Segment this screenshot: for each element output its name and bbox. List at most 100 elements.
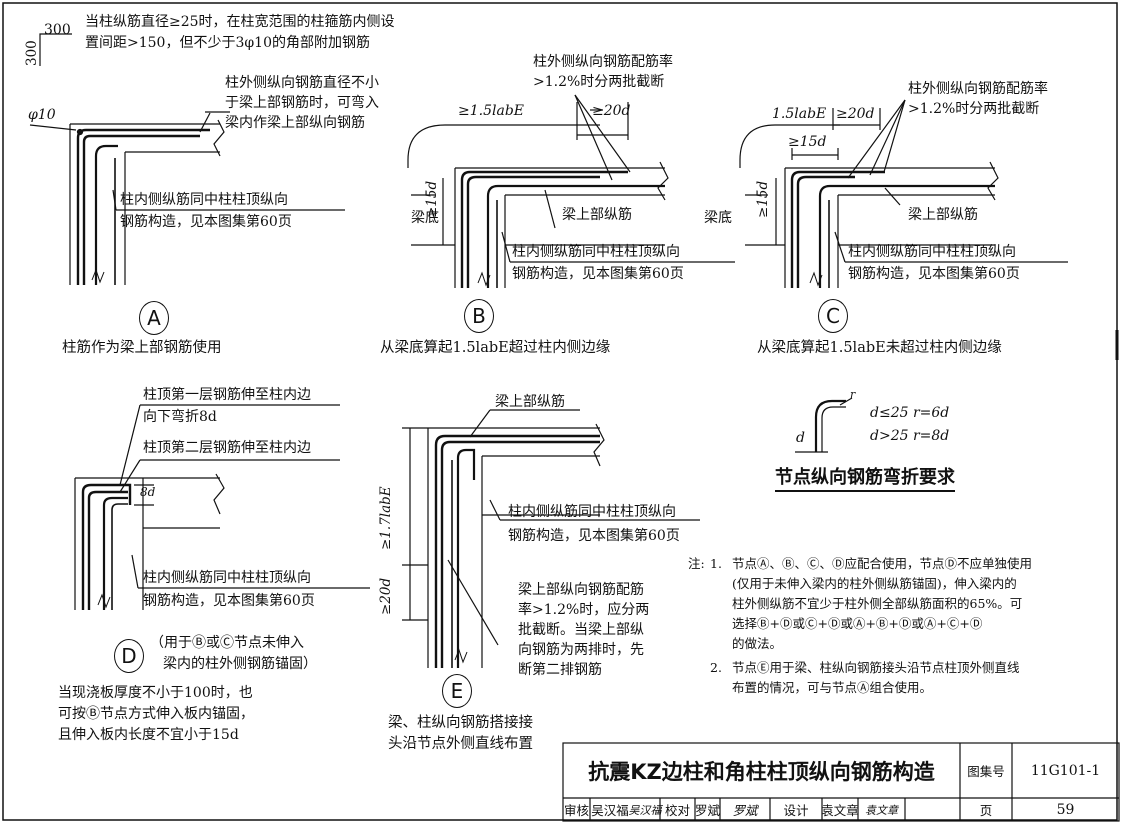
detail-c-dim-15d: ≥15d — [755, 180, 771, 218]
bend-rule-2: d>25 r=8d — [870, 428, 950, 444]
atlas-no: 11G101-1 — [1030, 762, 1101, 779]
bend-r-label: r — [850, 388, 856, 401]
detail-d-drawing — [74, 404, 370, 610]
detail-e-inner-note-2: 钢筋构造，见本图集第60页 — [508, 528, 680, 544]
detail-a-outer-note-1: 柱外侧纵向钢筋直径不小 — [225, 75, 379, 91]
detail-b-dim-20d: ≥20d — [592, 103, 631, 119]
detail-c-dim-15d-top: ≥15d — [788, 134, 827, 150]
detail-b-dim-15lae: ≥1.5labE — [458, 103, 525, 119]
detail-d-usage-2: 梁内的柱外侧钢筋锚固） — [163, 656, 317, 672]
detail-e-beam-top-bar: 梁上部纵筋 — [495, 394, 565, 410]
drawing-title: 抗震KZ边柱和角柱柱顶纵向钢筋构造 — [588, 759, 935, 784]
reviewer-name: 吴汉福 — [591, 803, 629, 818]
detail-b-label: B — [464, 299, 494, 333]
page-number: 59 — [1056, 801, 1075, 818]
detail-d-inner-note-2: 钢筋构造，见本图集第60页 — [143, 593, 315, 609]
detail-a-inner-note-1: 柱内侧纵筋同中柱柱顶纵向 — [120, 192, 288, 208]
detail-d-note-1a: 柱顶第一层钢筋伸至柱内边 — [143, 387, 311, 403]
title-block-lines — [562, 742, 1120, 822]
detail-a-top-note-1: 当柱纵筋直径≥25时，在柱宽范围的柱箍筋内侧设 — [85, 14, 395, 30]
detail-b-beam-bottom: 梁底 — [411, 210, 439, 226]
reviewer-signature: 吴汉福 — [628, 803, 662, 817]
note-1-line-2: (仅用于未伸入梁内的柱外侧纵筋锚固)，伸入梁内的 — [732, 576, 1017, 591]
detail-c-inner-note-1: 柱内侧纵筋同中柱柱顶纵向 — [848, 244, 1016, 260]
detail-c-inner-note-2: 钢筋构造，见本图集第60页 — [848, 266, 1020, 282]
review-label: 审核 — [563, 803, 589, 818]
bend-rule-1: d≤25 r=6d — [870, 405, 950, 421]
detail-e-caption-1: 梁、柱纵向钢筋搭接接 — [388, 715, 533, 731]
note-1-line-4: 选择Ⓑ+Ⓓ或Ⓒ+Ⓓ或Ⓐ+Ⓑ+Ⓓ或Ⓐ+Ⓒ+Ⓓ — [732, 616, 983, 631]
detail-c-beam-top-bar: 梁上部纵筋 — [908, 207, 978, 223]
detail-a-caption: 柱筋作为梁上部钢筋使用 — [62, 340, 222, 356]
detail-c-dim-20d: ≥20d — [836, 106, 875, 122]
detail-d-slab-2: 可按Ⓑ节点方式伸入板内锚固， — [58, 706, 254, 722]
phi10-label: φ10 — [28, 107, 56, 123]
detail-e-caption-2: 头沿节点外侧直线布置 — [388, 736, 533, 752]
detail-e-dim-17lae: ≥1.7labE — [378, 486, 394, 550]
note-1-line-1: 节点Ⓐ、Ⓑ、Ⓒ、Ⓓ应配合使用，节点Ⓓ不应单独使用 — [732, 556, 1033, 571]
detail-d-note-2: 柱顶第二层钢筋伸至柱内边 — [143, 440, 311, 456]
detail-c-drawing — [739, 99, 1068, 288]
detail-e-rate-3: 批截断。当梁上部纵 — [518, 622, 644, 638]
detail-d-usage-1: （用于Ⓑ或Ⓒ节点未伸入 — [150, 635, 304, 651]
detail-c-rate-note-1: 柱外侧纵向钢筋配筋率 — [908, 81, 1048, 97]
detail-e-rate-1: 梁上部纵向钢筋配筋 — [518, 582, 644, 598]
detail-b-inner-note-1: 柱内侧纵筋同中柱柱顶纵向 — [512, 244, 680, 260]
bend-requirement-title: 节点纵向钢筋弯折要求 — [775, 463, 955, 492]
bend-d-label: d — [796, 430, 805, 446]
check-label: 校对 — [664, 803, 690, 818]
detail-e-rate-2: 率>1.2%时，应分两 — [518, 602, 650, 618]
detail-a-label: A — [139, 301, 169, 335]
detail-d-note-1b: 向下弯折8d — [143, 409, 217, 425]
note-1-number: 1. — [710, 556, 722, 571]
checker-name: 罗斌 — [695, 803, 721, 818]
detail-d-slab-3: 且伸入板内长度不宜小于15d — [58, 727, 239, 743]
note-2-line-2: 布置的情况，可与节点Ⓐ组合使用。 — [732, 680, 933, 695]
atlas-no-label: 图集号 — [967, 764, 1005, 779]
detail-c-rate-note-2: >1.2%时分两批截断 — [908, 101, 1040, 117]
detail-e-rate-4: 向钢筋为两排时，先 — [518, 642, 644, 658]
bend-drawing — [795, 397, 853, 453]
title-block: 抗震KZ边柱和角柱柱顶纵向钢筋构造 图集号 11G101-1 审核 吴汉福 吴汉… — [563, 743, 1119, 821]
note-1-line-3: 柱外侧纵筋不宜少于柱外侧全部纵筋面积的65%。可 — [732, 596, 1023, 611]
detail-e-rate-5: 断第二排钢筋 — [518, 662, 602, 678]
detail-a-top-note-2: 置间距>150，但不少于3φ10的角部附加钢筋 — [85, 35, 370, 51]
detail-d-label: D — [114, 639, 144, 673]
note-2-number: 2. — [710, 660, 722, 675]
detail-b-beam-top-bar: 梁上部纵筋 — [562, 207, 632, 223]
detail-c-label: C — [818, 299, 848, 333]
note-2: 2. 节点Ⓔ用于梁、柱纵向钢筋接头沿节点柱顶外侧直线 — [710, 658, 1100, 678]
detail-b-rate-note-2: >1.2%时分两批截断 — [533, 74, 665, 90]
notes-block: 注: 1. 节点Ⓐ、Ⓑ、Ⓒ、Ⓓ应配合使用，节点Ⓓ不应单独使用 (仅用于未伸入梁内… — [688, 554, 1100, 698]
design-label: 设计 — [783, 803, 809, 818]
checker-signature: 罗斌 — [732, 803, 758, 818]
detail-e-label: E — [442, 674, 472, 708]
notes-prefix: 注: — [688, 556, 705, 571]
designer-signature: 袁文章 — [865, 803, 898, 817]
note-2-line-1: 节点Ⓔ用于梁、柱纵向钢筋接头沿节点柱顶外侧直线 — [732, 660, 1020, 675]
dim-300-vertical: 300 — [24, 40, 40, 66]
detail-a-inner-note-2: 钢筋构造，见本图集第60页 — [120, 214, 292, 230]
detail-d-inner-note-1: 柱内侧纵筋同中柱柱顶纵向 — [143, 570, 311, 586]
detail-c-dim-15lae: 1.5labE — [772, 106, 827, 122]
detail-b-rate-note-1: 柱外侧纵向钢筋配筋率 — [533, 54, 673, 70]
detail-e-inner-note-1: 柱内侧纵筋同中柱柱顶纵向 — [508, 504, 676, 520]
detail-d-dim-8d: 8d — [140, 485, 156, 499]
detail-d-slab-1: 当现浇板厚度不小于100时，也 — [58, 685, 253, 701]
detail-a-outer-note-3: 梁内作梁上部纵向钢筋 — [225, 115, 365, 131]
detail-c-beam-bottom: 梁底 — [704, 210, 732, 226]
designer-name: 袁文章 — [821, 803, 859, 818]
dim-300-horizontal: 300 — [44, 22, 71, 38]
note-1: 注: 1. 节点Ⓐ、Ⓑ、Ⓒ、Ⓓ应配合使用，节点Ⓓ不应单独使用 — [688, 554, 1100, 574]
detail-a-drawing — [29, 33, 345, 285]
detail-e-drawing — [402, 409, 700, 668]
note-1-line-5: 的做法。 — [732, 636, 783, 651]
detail-b-inner-note-2: 钢筋构造，见本图集第60页 — [512, 266, 684, 282]
detail-e-dim-20d: ≥20d — [378, 577, 394, 615]
page-label: 页 — [979, 803, 993, 818]
detail-c-caption: 从梁底算起1.5labE未超过柱内侧边缘 — [757, 340, 1002, 356]
detail-b-caption: 从梁底算起1.5labE超过柱内侧边缘 — [380, 340, 611, 356]
detail-b-drawing — [407, 94, 735, 288]
